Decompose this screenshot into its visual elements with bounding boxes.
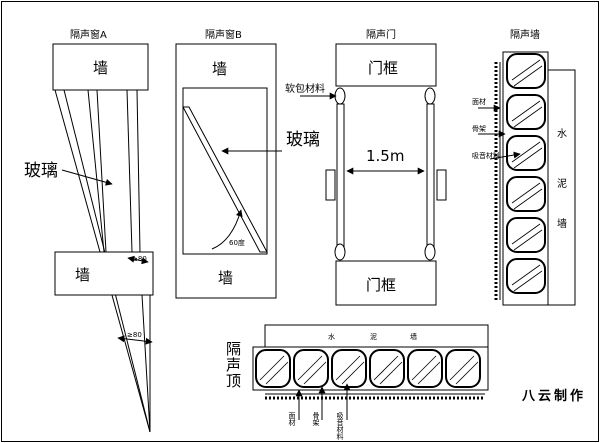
panel-a-wall-top	[52, 43, 149, 91]
panel-b-angle-label: 60度	[229, 238, 245, 247]
panel-c-frame-bottom-label: 门框	[366, 276, 396, 294]
panel-c-soft-material-label: 软包材料	[285, 82, 325, 95]
panel-a-glass-label: 玻璃	[24, 161, 58, 181]
panel-window-a: 隔声窗A 墙 墙 玻璃 ≥80 ≥80	[24, 28, 154, 433]
panel-e-label-3: 吸音材料	[336, 412, 344, 441]
panel-door: 隔声门 门框 门框 软包材料 1.5m	[285, 28, 447, 306]
panel-e-slab-2: 泥	[370, 333, 377, 341]
panel-d-label-2: 骨架	[472, 125, 486, 133]
panel-d-label-1: 面材	[472, 97, 486, 106]
panel-d-wall-c1: 水	[557, 128, 567, 140]
panel-d-wall-c3: 墙	[557, 217, 567, 230]
panel-b-glass	[182, 106, 268, 253]
panel-e-label-1: 面材	[288, 412, 296, 426]
panel-c-title: 隔声门	[366, 28, 396, 41]
panel-c-frame-top-label: 门框	[368, 59, 398, 77]
panel-ceiling: 隔 声 顶 水 泥 墙 面材 骨架 吸音材料	[226, 324, 489, 441]
panel-b-glass-label: 玻璃	[286, 130, 320, 150]
panel-a-title: 隔声窗A	[70, 28, 107, 41]
panel-a-gap-mid: ≥80	[127, 331, 142, 339]
panel-a-wall-bottom-label: 墙	[75, 266, 90, 284]
panel-wall: 隔声墙 面材 骨架 吸音材料 水 泥 墙	[472, 28, 576, 306]
panel-b-wall-bottom-label: 墙	[218, 269, 233, 287]
panel-d-title: 隔声墙	[510, 28, 540, 41]
panel-e-label-2: 骨架	[312, 412, 320, 427]
panel-e-title-2: 声	[226, 356, 241, 374]
panel-window-b: 隔声窗B 墙 墙 玻璃 60度	[175, 28, 320, 299]
credit-text: 八云制作	[521, 388, 586, 404]
panel-b-title: 隔声窗B	[205, 28, 242, 41]
panel-d-label-3: 吸音材料	[472, 151, 500, 160]
panel-c-width-label: 1.5m	[366, 147, 404, 165]
panel-d-wall-c2: 泥	[557, 177, 567, 190]
panel-b-wall-top-label: 墙	[212, 60, 227, 78]
panel-a-gap-small: ≥80	[132, 255, 147, 263]
panel-e-slab-3: 墙	[410, 332, 417, 341]
panel-a-wall-top-label: 墙	[93, 59, 108, 77]
panel-e-title-1: 隔	[226, 340, 241, 358]
panel-e-title-3: 顶	[226, 372, 241, 390]
panel-e-slab-1: 水	[328, 332, 335, 341]
